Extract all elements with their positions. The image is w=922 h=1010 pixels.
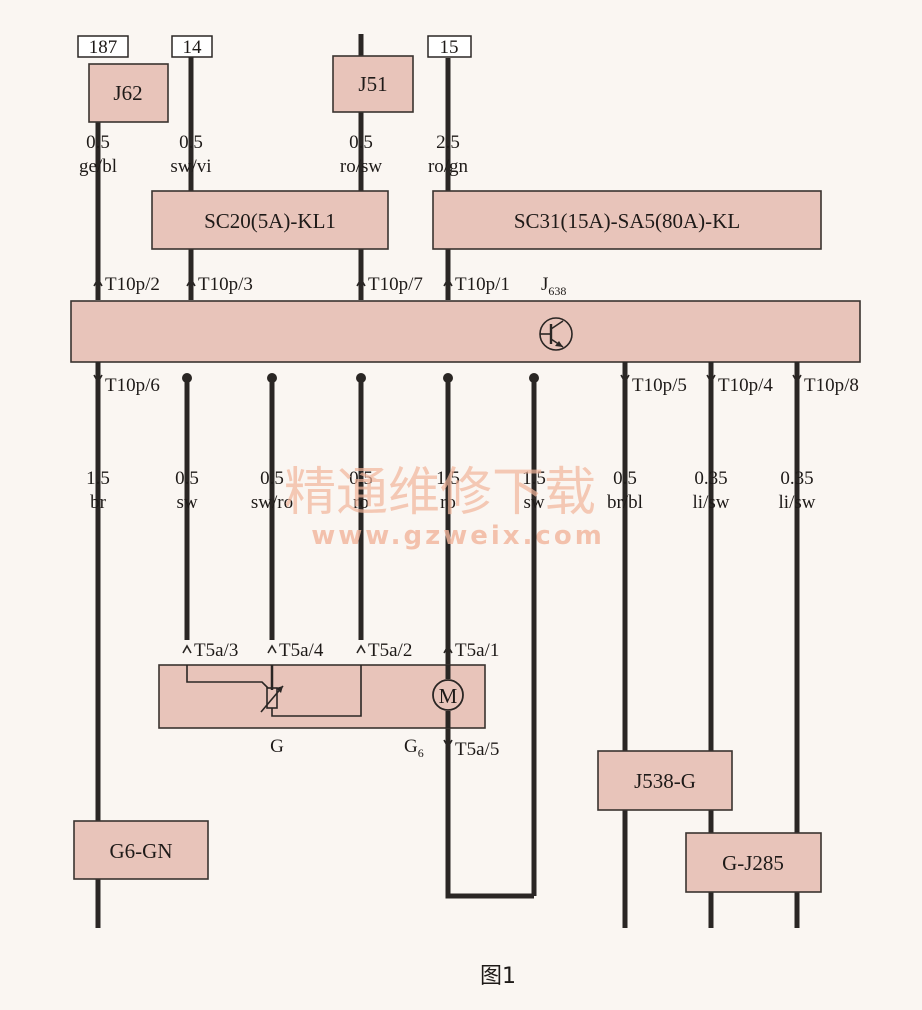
wire-color-label: sw <box>523 492 544 513</box>
component-j62: J62 <box>88 63 169 123</box>
watermark: 精通维修下载 www.gzweix.com <box>284 463 605 551</box>
wire-color-label: li/sw <box>779 492 816 513</box>
pin-label: T10p/7 <box>368 274 423 295</box>
pin-label: T5a/1 <box>455 640 499 661</box>
wire-size-label: 0.5 <box>349 132 373 153</box>
wire-size-label: 0.5 <box>613 468 637 489</box>
terminal-14: 14 <box>171 35 213 58</box>
svg-text:J62: J62 <box>113 81 142 105</box>
wire-size-label: 0.5 <box>179 132 203 153</box>
pin-label: T10p/6 <box>105 375 160 396</box>
svg-text:15: 15 <box>440 37 459 58</box>
fuse-sc20: SC20(5A)-KL1 <box>151 190 389 250</box>
control-unit-j638 <box>70 300 861 363</box>
pin-label: T10p/8 <box>804 375 859 396</box>
wire-size-label: 0.5 <box>349 468 373 489</box>
motor-icon: M <box>432 665 464 728</box>
component-j538-g: J538-G <box>597 750 733 811</box>
pin-label: T10p/2 <box>105 274 160 295</box>
sensor-label: G <box>270 736 284 757</box>
pin-label: T5a/3 <box>194 640 238 661</box>
potentiometer-icon <box>260 685 284 713</box>
wire-size-label: 0.35 <box>694 468 727 489</box>
pin-label: T5a/4 <box>279 640 324 661</box>
pin-label: T10p/5 <box>632 375 687 396</box>
wire-size-label: 0.35 <box>780 468 813 489</box>
svg-text:187: 187 <box>89 37 118 58</box>
svg-text:14: 14 <box>183 37 203 58</box>
terminal-187: 187 <box>77 35 129 58</box>
pin-label: T10p/4 <box>718 375 773 396</box>
wire-color-label: ro <box>353 492 369 513</box>
top-pin-arrows <box>93 277 453 287</box>
svg-text:SC20(5A)-KL1: SC20(5A)-KL1 <box>204 209 336 233</box>
figure-caption: 图1 <box>480 964 516 989</box>
wire-color-label: br/bl <box>607 492 643 513</box>
svg-text:M: M <box>439 684 458 708</box>
wire-size-label: 1.5 <box>86 468 110 489</box>
wire-color-label: li/sw <box>693 492 730 513</box>
wire-size-label: 0.5 <box>86 132 110 153</box>
svg-text:J538-G: J538-G <box>634 769 696 793</box>
wire-color-label: br <box>90 492 107 513</box>
bottom-wire-labels: 1.5 br 0.5 sw 0.5 sw/ro 0.5 ro 1.5 ro 1.… <box>86 468 816 513</box>
wire-color-label: ro/sw <box>340 156 383 177</box>
svg-text:J51: J51 <box>358 72 387 96</box>
wire-color-label: sw <box>176 492 197 513</box>
wire-color-label: ro <box>440 492 456 513</box>
transistor-icon <box>539 317 573 351</box>
wire-size-label: 0.5 <box>260 468 284 489</box>
svg-text:SC31(15A)-SA5(80A)-KL: SC31(15A)-SA5(80A)-KL <box>514 209 740 233</box>
svg-text:www.gzweix.com: www.gzweix.com <box>311 521 605 551</box>
wire-size-label: 0.5 <box>175 468 199 489</box>
wire-color-label: sw/vi <box>170 156 211 177</box>
wire-color-label: ro/gn <box>428 156 469 177</box>
wire-color-label: ge/bl <box>79 156 117 177</box>
svg-text:G6-GN: G6-GN <box>110 839 173 863</box>
wire-size-label: 2.5 <box>436 132 460 153</box>
svg-text:精通维修下载: 精通维修下载 <box>284 463 596 523</box>
component-j51: J51 <box>332 55 414 113</box>
svg-text:G-J285: G-J285 <box>722 851 784 875</box>
wire-size-label: 1.5 <box>436 468 460 489</box>
pin-label: T10p/3 <box>198 274 253 295</box>
top-wires <box>95 34 451 300</box>
pin-label: T10p/1 <box>455 274 510 295</box>
pin-label: T5a/5 <box>455 739 499 760</box>
control-unit-label: J638 <box>541 274 566 298</box>
bottom-pin-arrows <box>93 374 802 384</box>
splice-dots <box>182 373 539 383</box>
wire-color-label: sw/ro <box>251 492 293 513</box>
sensor-motor-unit <box>158 664 486 729</box>
terminal-15: 15 <box>427 35 472 58</box>
pin-label: T5a/2 <box>368 640 412 661</box>
component-g-j285: G-J285 <box>685 832 822 893</box>
fuse-sc31: SC31(15A)-SA5(80A)-KL <box>432 190 822 250</box>
motor-pin-arrows <box>182 644 453 749</box>
wire-size-label: 1.5 <box>522 468 546 489</box>
wire-motor-loop <box>445 728 534 899</box>
motor-label: G6 <box>404 736 424 760</box>
component-g6-gn: G6-GN <box>73 820 209 880</box>
